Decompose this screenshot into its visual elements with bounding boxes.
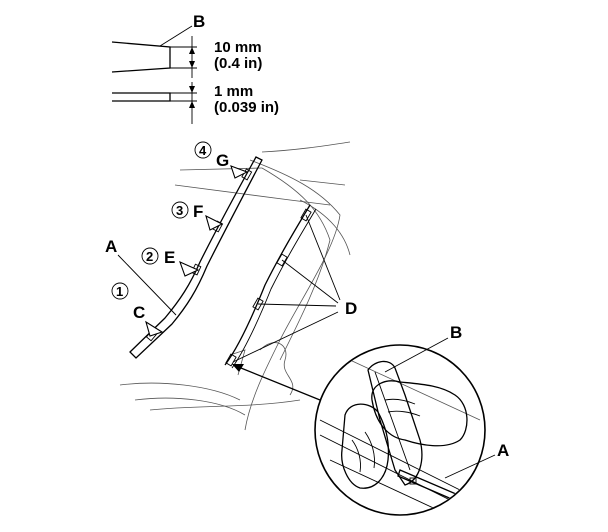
dim-1mm-label: 1 mm [214,83,253,100]
vehicle-body-outline [119,141,351,431]
clip-d-3 [252,297,264,311]
tool-tip-dimension-detail: B 10 mm (0.4 in) 1 mm (0.039 in) [111,12,279,124]
tool-tip-wedge [111,41,171,73]
magnified-detail: B A [314,323,509,516]
arrow-g [230,165,249,179]
tool-blade-profile [112,92,171,102]
callout-d-group: D [232,214,357,363]
dim-04in-label: (0.4 in) [214,55,262,72]
dim-10mm-label: 10 mm [214,39,262,56]
callout-b-detail: B [450,323,462,342]
callout-b-top: B [193,12,205,31]
callout-a-left: A [105,237,117,256]
dim-0039in-label: (0.039 in) [214,99,279,116]
clip-d-1 [300,208,312,222]
arrow-e [179,260,200,277]
step-2-label: 2 [146,249,153,264]
step-4-circle [194,141,212,159]
step-1-label: 1 [116,284,123,299]
arrow-f [205,214,224,231]
pillar-body-edge [224,204,317,369]
step-1-circle [111,282,129,300]
callout-d: D [345,299,357,318]
callout-g: G [216,151,229,170]
trim-tool-b [367,360,423,486]
callout-a-detail: A [497,441,509,460]
magnifier-leader-arrow [235,365,321,401]
hand-lower [341,403,390,489]
callout-c: C [133,303,145,322]
arrow-c [145,320,164,337]
step-3-circle [171,201,189,219]
callout-e: E [164,248,175,267]
step-markers: 1 C 2 E 3 F 4 G [111,141,249,337]
step-3-label: 3 [176,203,183,218]
step-4-label: 4 [199,143,207,158]
step-2-circle [141,247,159,265]
callout-f: F [193,202,203,221]
hand-upper [371,380,468,447]
